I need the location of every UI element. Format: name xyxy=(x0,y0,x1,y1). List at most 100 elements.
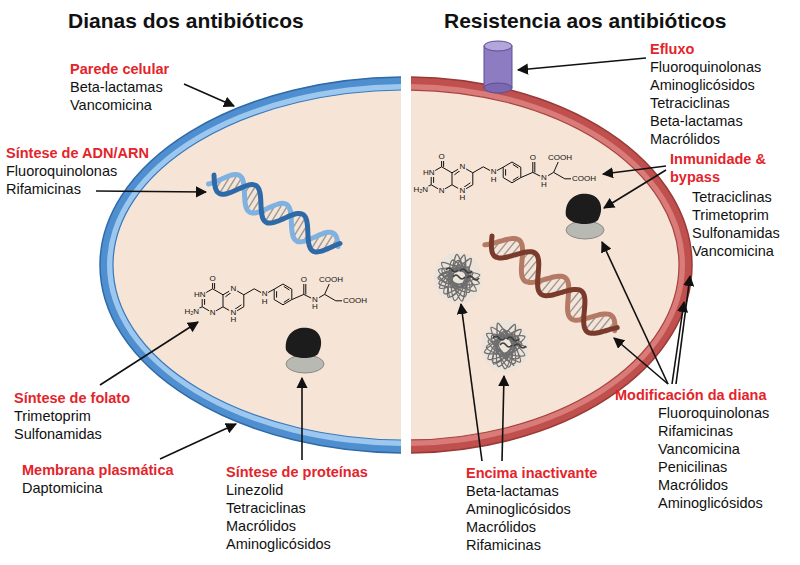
protein-helix xyxy=(460,269,472,273)
chemical-bond xyxy=(554,172,565,178)
antibiotic-name: Penicilinas xyxy=(658,458,727,476)
efflux-pump xyxy=(484,41,512,93)
chemical-bond xyxy=(521,172,533,177)
protein-helix xyxy=(493,336,505,340)
diagram-heading: Resistencia aos antibióticos xyxy=(444,8,726,34)
antibiotic-name: Rifamicinas xyxy=(6,180,81,198)
target-cell xyxy=(100,77,401,453)
pump-bottom xyxy=(484,83,512,93)
antibiotic-name: Aminoglicósidos xyxy=(226,535,331,553)
antibiotic-name: Sulfonamidas xyxy=(692,224,780,242)
category-heading: Parede celular xyxy=(70,60,169,78)
base-pair xyxy=(293,217,305,237)
chemical-bond xyxy=(284,299,290,303)
inactivating-enzymes xyxy=(434,252,529,372)
dna-strand xyxy=(485,239,615,331)
leader-line xyxy=(614,338,668,384)
atom-label: HN xyxy=(193,291,207,299)
chemical-bond xyxy=(505,169,506,175)
protein-helix xyxy=(500,343,512,347)
leader-lines xyxy=(96,58,690,461)
atom-label: COOH xyxy=(318,276,344,284)
protein-helix xyxy=(507,337,519,341)
ribosome-large-subunit xyxy=(566,194,601,224)
antibiotic-name: Aminoglicósidos xyxy=(466,500,571,518)
chemical-bond xyxy=(442,167,452,173)
atom-label: N xyxy=(459,163,467,171)
atom-label: N xyxy=(209,309,217,317)
dna-strand xyxy=(214,175,340,252)
chemical-bond xyxy=(503,167,504,177)
atom-label: COOH xyxy=(342,297,368,305)
antibiotic-name: Rifamicinas xyxy=(658,422,733,440)
folate-molecules xyxy=(192,157,584,313)
chemical-bond xyxy=(292,294,304,299)
chemical-bond xyxy=(512,178,521,183)
folate-structure xyxy=(421,157,584,191)
leader-line xyxy=(160,424,236,459)
antibiotic-name: Tetraciclinas xyxy=(692,188,772,206)
dna-helix xyxy=(208,174,340,251)
atom-label: O xyxy=(437,153,445,161)
chemical-bond xyxy=(274,284,283,289)
protein-ribbon xyxy=(438,254,480,301)
atom-label: H xyxy=(311,303,319,311)
ribosome xyxy=(286,328,324,373)
atom-label: H xyxy=(459,194,467,202)
category-heading: Modificación da diana xyxy=(615,386,766,404)
atom-label: O xyxy=(208,275,216,283)
atom-label: HN xyxy=(422,169,436,177)
chemical-bond xyxy=(213,289,223,295)
category-heading: Encima inactivante xyxy=(466,464,597,482)
chemical-bond xyxy=(512,162,521,167)
antibiotic-name: Beta-lactamas xyxy=(70,78,163,96)
pump-body xyxy=(484,46,512,88)
leader-line xyxy=(604,170,666,208)
chemical-bond xyxy=(520,167,521,177)
antibiotic-name: Sulfonamidas xyxy=(14,425,102,443)
atom-label: H xyxy=(490,176,498,184)
antibiotic-name: Aminoglicósidos xyxy=(650,76,755,94)
leader-line xyxy=(603,166,666,174)
antibiotic-name: Beta-lactamas xyxy=(466,482,559,500)
chemical-bond xyxy=(291,289,292,299)
antibiotic-name: Fluoroquinolonas xyxy=(650,58,761,76)
category-heading: Efluxo xyxy=(650,40,694,58)
chemical-bond xyxy=(513,177,519,181)
leader-line xyxy=(676,276,690,384)
chemical-bond xyxy=(274,289,275,299)
leader-line xyxy=(602,242,668,384)
antibiotic-name: Vancomicina xyxy=(70,96,152,114)
category-heading: Inmunidade & bypass xyxy=(670,150,766,186)
antibiotic-name: Beta-lactamas xyxy=(650,112,743,130)
leader-line xyxy=(184,84,234,106)
dna-helices xyxy=(208,174,617,333)
protein-helix xyxy=(446,268,458,272)
atom-label: O xyxy=(300,276,308,284)
category-heading: Síntese de folato xyxy=(14,389,130,407)
antibiotic-name: Vancomicina xyxy=(692,242,774,260)
chemical-bond xyxy=(503,178,512,183)
atom-label: N xyxy=(230,285,238,293)
atom-label: H xyxy=(261,298,269,306)
chemical-bond xyxy=(276,291,277,297)
leader-line xyxy=(301,378,303,460)
category-heading: Síntese de ADN/ARN xyxy=(6,144,149,162)
atom-label: COOH xyxy=(547,154,573,162)
cell-wall xyxy=(100,77,401,453)
atom-label: H₂N xyxy=(183,308,200,316)
atom-label: COOH xyxy=(571,175,597,183)
chemical-bond xyxy=(244,289,254,295)
leader-line xyxy=(96,191,206,192)
antibiotic-name: Aminoglicósidos xyxy=(658,494,763,512)
ribosome-large-subunit xyxy=(286,328,321,358)
chemical-bond xyxy=(325,294,336,300)
antibiotic-name: Vancomicina xyxy=(658,440,740,458)
protein-helix xyxy=(467,276,479,280)
ribosome xyxy=(566,194,604,239)
cell-wall-highlight xyxy=(107,84,401,446)
antibiotic-name: Tetraciclinas xyxy=(650,94,730,112)
category-heading: Síntese de proteínas xyxy=(226,463,368,481)
antibiotic-name: Fluoroquinolonas xyxy=(658,404,769,422)
